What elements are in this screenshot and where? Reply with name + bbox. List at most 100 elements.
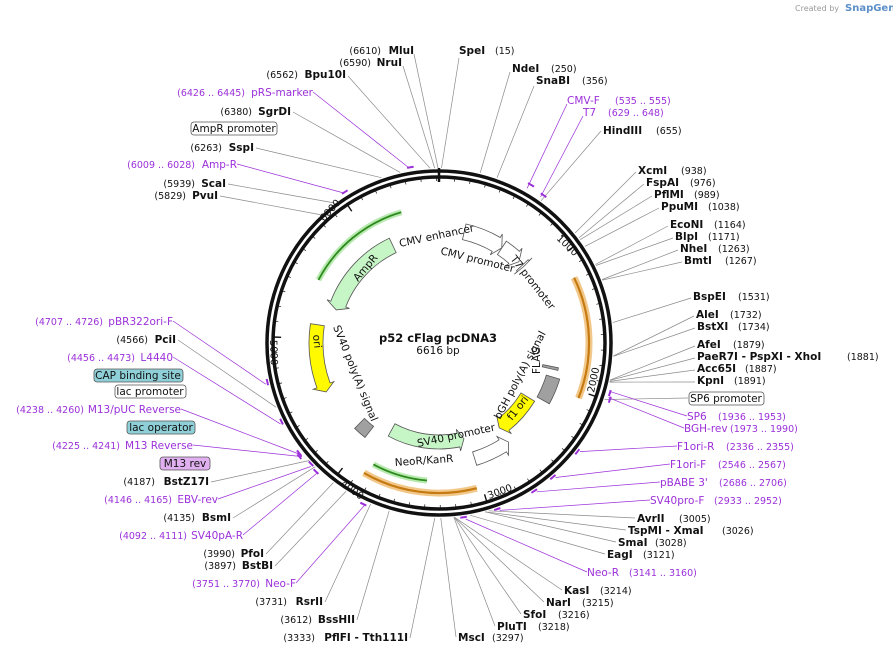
features xyxy=(308,223,561,466)
enzyme-leader-line xyxy=(454,517,563,591)
minor-tick xyxy=(274,320,279,323)
minor-tick xyxy=(277,305,282,308)
enzyme-leader-line xyxy=(232,466,316,519)
feature-t7-promoter xyxy=(514,257,533,275)
minor-tick xyxy=(499,492,503,497)
primer-pos-cmv-f: (535 .. 555) xyxy=(615,96,671,107)
enzyme-leader-line xyxy=(612,297,692,323)
minor-tick xyxy=(596,380,601,382)
minor-tick xyxy=(294,261,298,265)
enzyme-leader-line xyxy=(602,261,683,281)
enzyme-pos-eagi: (3121) xyxy=(643,550,675,561)
ampr-promoter-label: AmpR promoter xyxy=(192,123,276,135)
enzyme-leader-line xyxy=(292,111,401,173)
minor-tick xyxy=(469,179,471,184)
enzyme-leader-line xyxy=(580,195,653,240)
minor-tick xyxy=(551,459,555,463)
minor-tick xyxy=(538,212,542,216)
enzyme-leader-line xyxy=(479,71,511,173)
enzyme-pos-alei: (1732) xyxy=(730,310,762,321)
enzyme-pos-scai: (5939) xyxy=(163,179,195,190)
primer-mark xyxy=(607,389,612,397)
enzyme-pos-hindiii: (655) xyxy=(656,126,682,137)
primer-mark xyxy=(530,488,538,494)
enzyme-alei: AleI xyxy=(696,309,719,321)
position-ticks xyxy=(273,177,605,509)
tick-label-5000: 5000 xyxy=(267,340,279,366)
minor-tick xyxy=(378,493,381,498)
minor-tick xyxy=(539,469,543,474)
feature-label-sv40-polya: SV40 poly(A) signal xyxy=(330,324,380,424)
primer-mark xyxy=(527,182,535,188)
minor-tick xyxy=(363,487,367,492)
enzyme-nhei: NheI xyxy=(680,243,707,255)
enzyme-hindiii: HindIII xyxy=(603,125,642,137)
primer-leader-line xyxy=(172,320,266,385)
minor-tick xyxy=(288,411,293,414)
enzyme-bsmi: BsmI xyxy=(202,512,231,524)
primer-leader-line xyxy=(608,397,685,429)
credit-brand: SnapGene xyxy=(845,3,893,14)
feature-ampr xyxy=(326,237,397,311)
primer-leader-line xyxy=(465,518,588,573)
lac-promoter-box xyxy=(114,384,187,399)
enzyme-pos-pcii: (4566) xyxy=(116,335,148,346)
plasmid-length: 6616 bp xyxy=(416,345,460,357)
enzyme-leader-line xyxy=(219,195,321,215)
enzyme-pos-pflmi: (989) xyxy=(694,190,720,201)
ampr-promoter-box xyxy=(190,121,278,136)
enzyme-leader-line xyxy=(609,357,696,381)
major-tick xyxy=(346,204,353,212)
enzyme-bpu10i: Bpu10I xyxy=(304,69,346,81)
enzyme-leader-line xyxy=(255,147,382,179)
enzyme-pos-bsshii: (3612) xyxy=(280,615,312,626)
minor-tick xyxy=(586,409,591,412)
primer-pos-bgh-rev: (1973 .. 1990) xyxy=(730,424,798,435)
plasmid-backbone xyxy=(265,168,613,517)
primer-leader-line xyxy=(172,356,281,425)
enzyme-pos-avrii: (3005) xyxy=(679,514,711,525)
enzyme-kasi: KasI xyxy=(564,585,589,597)
enzyme-pos-bmti: (1267) xyxy=(725,256,757,267)
primer-mark xyxy=(406,165,414,169)
minor-tick xyxy=(599,318,604,320)
orf-arc xyxy=(573,277,591,399)
enzyme-pos-tspmi-xmai: (3026) xyxy=(722,526,754,537)
enzyme-pos-bstz17i: (4187) xyxy=(123,477,155,488)
enzyme-bspei: BspEI xyxy=(693,291,726,303)
enzyme-leader-line xyxy=(609,345,696,381)
primer-mark xyxy=(493,507,501,512)
enzyme-fspai: FspAI xyxy=(646,177,679,189)
feature-bgh-poly-a-signal xyxy=(536,374,561,405)
primer-neo-f: Neo-F xyxy=(265,578,296,590)
primer-pos-l4440: (4456 .. 4473) xyxy=(67,353,135,364)
primer-pos-sv40pro-f: (2933 .. 2952) xyxy=(714,496,782,507)
primer-pos-pbabe-3: (2686 .. 2706) xyxy=(719,478,787,489)
enzyme-leader-line xyxy=(454,517,522,615)
enzyme-pcii: PciI xyxy=(155,334,176,346)
primer-leader-line xyxy=(180,408,301,455)
label-leader-lines xyxy=(172,53,696,639)
minor-tick xyxy=(282,397,287,400)
primer-leader-line xyxy=(312,91,409,168)
primer-leader-line xyxy=(536,481,661,493)
enzyme-pvui: PvuI xyxy=(192,190,218,202)
primer-m13-reverse: M13 Reverse xyxy=(125,440,193,452)
enzyme-bmti: BmtI xyxy=(684,255,712,267)
enzyme-pos-snabi: (356) xyxy=(582,76,608,87)
minor-tick xyxy=(560,233,565,237)
enzyme-pos-spei: (15) xyxy=(495,46,515,57)
primer-mark xyxy=(296,449,303,457)
minor-tick xyxy=(512,195,516,200)
feature-sv40-promoter xyxy=(472,435,509,466)
m13-rev-label: M13 rev xyxy=(164,458,207,470)
minor-tick xyxy=(334,213,338,218)
minor-tick xyxy=(578,259,583,262)
enzyme-pfoi: PfoI xyxy=(241,548,264,560)
enzyme-pos-pvui: (5829) xyxy=(154,191,186,202)
enzyme-pos-msci: (3297) xyxy=(492,633,524,644)
minor-tick xyxy=(579,422,584,426)
primer-f1ori-f: F1ori-F xyxy=(670,459,706,471)
sp6-promoter-label: SP6 promoter xyxy=(690,393,762,405)
enzyme-pos-fspai: (976) xyxy=(690,178,716,189)
